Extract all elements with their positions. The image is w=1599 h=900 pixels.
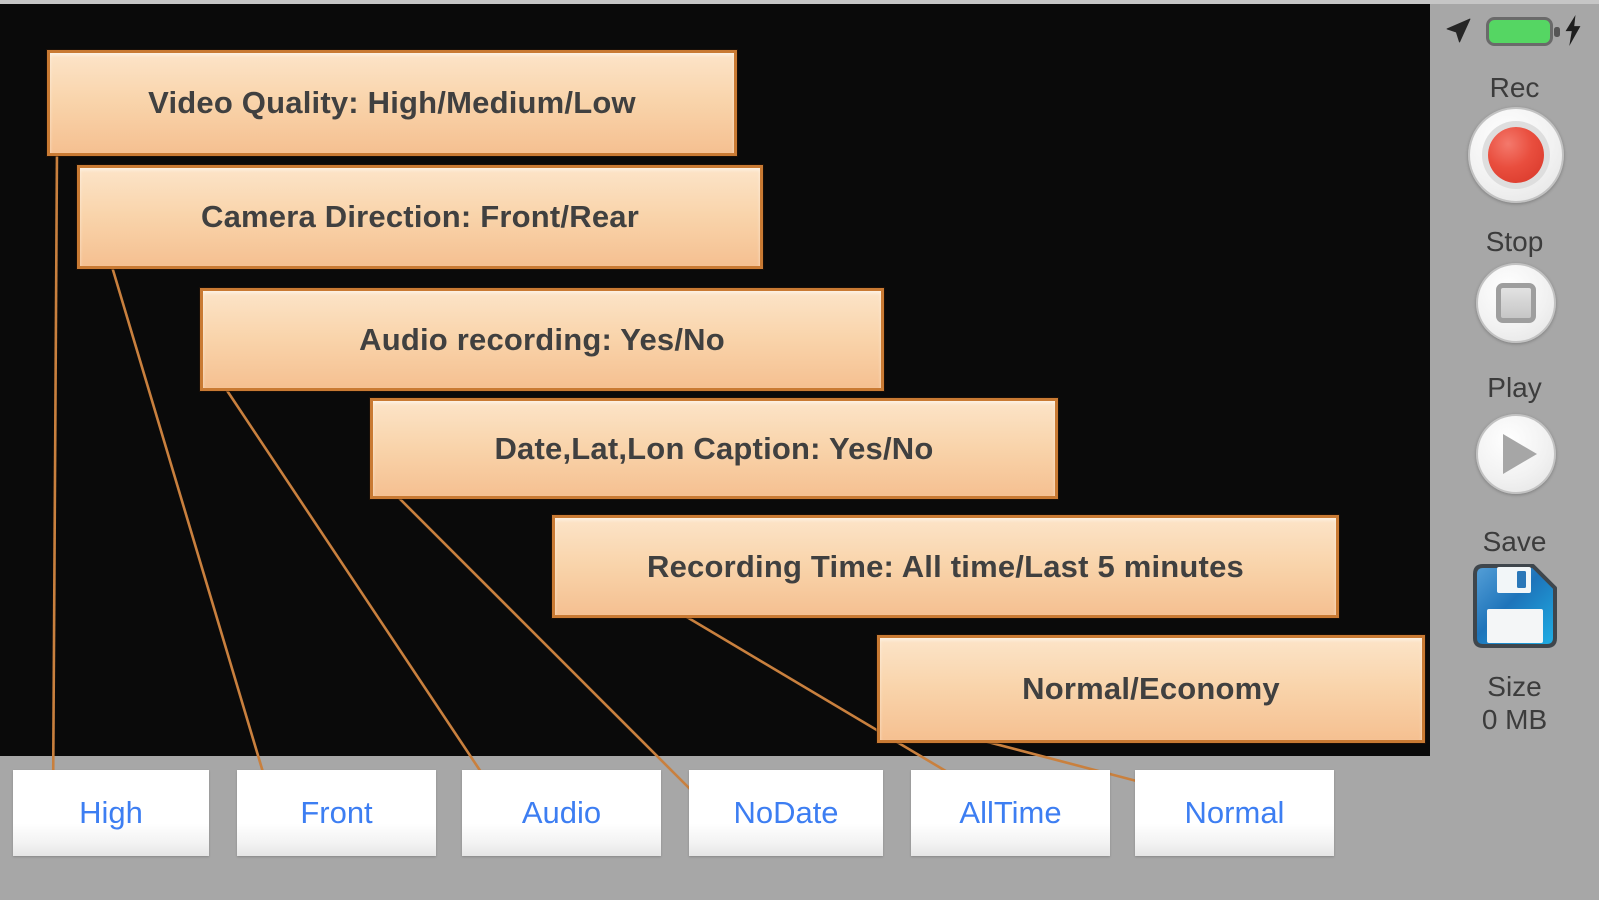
floppy-shutter-slot bbox=[1517, 571, 1526, 588]
annotation-label: Audio recording: Yes/No bbox=[359, 321, 725, 357]
record-icon bbox=[1488, 127, 1544, 183]
button-label: Audio bbox=[521, 795, 602, 830]
play-label: Play bbox=[1487, 372, 1542, 403]
annotation-label: Video Quality: High/Medium/Low bbox=[148, 85, 636, 120]
play-icon bbox=[1503, 434, 1537, 474]
save-floppy-button[interactable] bbox=[1471, 562, 1559, 650]
stop-label: Stop bbox=[1485, 226, 1544, 257]
annotation-mode: Normal/Economy bbox=[877, 635, 1425, 743]
annotation-label: Date,Lat,Lon Caption: Yes/No bbox=[494, 430, 934, 466]
annotation-caption: Date,Lat,Lon Caption: Yes/No bbox=[370, 398, 1058, 499]
size-label: Size bbox=[1487, 671, 1542, 702]
annotation-label: Recording Time: All time/Last 5 minutes bbox=[647, 548, 1244, 584]
quality-button-high[interactable]: High bbox=[13, 770, 209, 856]
lightning-bolt-icon bbox=[1565, 15, 1581, 46]
button-label: Front bbox=[300, 795, 373, 830]
annotation-recording-time: Recording Time: All time/Last 5 minutes bbox=[552, 515, 1339, 618]
recording-time-button[interactable]: AllTime bbox=[911, 770, 1110, 856]
button-label: Normal bbox=[1184, 795, 1285, 830]
annotation-label: Normal/Economy bbox=[1022, 671, 1280, 706]
button-label: NoDate bbox=[733, 795, 839, 830]
floppy-label bbox=[1487, 609, 1543, 643]
button-label: High bbox=[79, 795, 143, 830]
battery-full-icon bbox=[1486, 17, 1560, 46]
mode-button-normal[interactable]: Normal bbox=[1135, 770, 1334, 856]
caption-toggle-button[interactable]: NoDate bbox=[689, 770, 883, 856]
camera-direction-button-front[interactable]: Front bbox=[237, 770, 436, 856]
stop-icon bbox=[1496, 283, 1536, 323]
top-edge-strip bbox=[0, 0, 1599, 4]
audio-toggle-button[interactable]: Audio bbox=[462, 770, 661, 856]
annotation-audio-recording: Audio recording: Yes/No bbox=[200, 288, 884, 391]
save-label: Save bbox=[1482, 526, 1547, 557]
stop-button[interactable] bbox=[1476, 263, 1556, 343]
location-arrow-icon bbox=[1446, 18, 1471, 43]
annotation-camera-direction: Camera Direction: Front/Rear bbox=[77, 165, 763, 269]
play-button[interactable] bbox=[1476, 414, 1556, 494]
record-button[interactable] bbox=[1468, 107, 1564, 203]
size-value: 0 MB bbox=[1481, 704, 1548, 735]
button-label: AllTime bbox=[959, 795, 1062, 830]
rec-label: Rec bbox=[1489, 72, 1540, 103]
annotation-video-quality: Video Quality: High/Medium/Low bbox=[47, 50, 737, 156]
annotation-label: Camera Direction: Front/Rear bbox=[201, 199, 639, 234]
